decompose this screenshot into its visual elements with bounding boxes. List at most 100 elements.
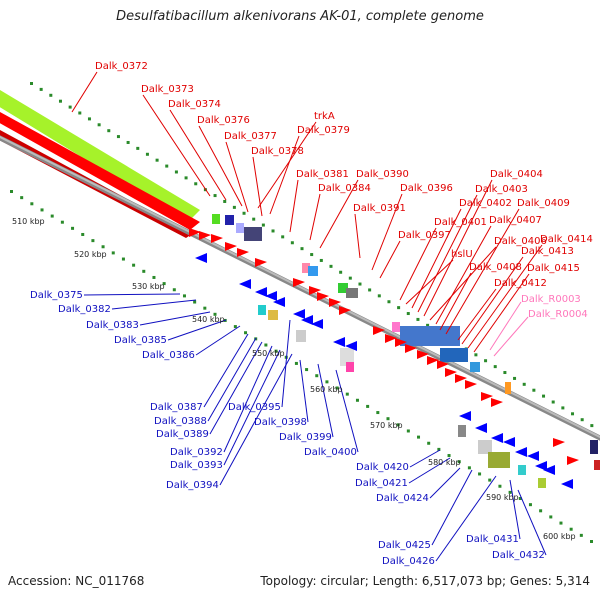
tick-mark — [522, 382, 526, 386]
tick-mark — [71, 226, 75, 230]
gene-label: Dalk_0396 — [400, 183, 453, 194]
forward-gene-arrow — [237, 248, 249, 257]
gene-label: Dalk_0406 — [494, 236, 547, 247]
tick-mark — [30, 82, 33, 85]
accession-text: Accession: NC_011768 — [8, 574, 145, 588]
reverse-gene-arrow — [527, 451, 539, 461]
gene-label: Dalk_0390 — [356, 169, 409, 180]
gene-leader-line — [207, 337, 257, 422]
gene-block — [478, 440, 492, 454]
rna-label: Dalk_R0003 — [521, 294, 581, 305]
tick-mark — [335, 386, 339, 390]
gene-label: Dalk_0398 — [254, 417, 307, 428]
tick-mark — [377, 294, 381, 298]
tick-mark — [20, 196, 24, 200]
tick-mark — [182, 294, 186, 298]
tick-mark — [579, 533, 583, 537]
gene-label: Dalk_0387 — [150, 402, 203, 413]
forward-gene-arrow — [339, 306, 351, 315]
tick-mark — [590, 540, 593, 543]
tick-mark — [358, 282, 362, 286]
gene-label: Dalk_0426 — [382, 556, 435, 567]
gene-label: Dalk_0431 — [466, 534, 519, 545]
gene-label: Dalk_0386 — [142, 350, 195, 361]
tick-mark — [152, 275, 156, 279]
tick-mark — [50, 214, 54, 218]
gene-leader-line — [435, 225, 492, 325]
kbp-label: 600 kbp — [543, 532, 576, 541]
gene-label: Dalk_0372 — [95, 61, 148, 72]
gene-leader-line — [257, 121, 317, 209]
gene-block — [400, 326, 460, 346]
gene-block — [505, 382, 511, 394]
gene-label: Dalk_0375 — [30, 290, 83, 301]
gene-label: Dalk_0382 — [58, 304, 111, 315]
gene-label: Dalk_0421 — [355, 478, 408, 489]
tick-mark — [416, 317, 420, 321]
gene-leader-line — [223, 349, 281, 466]
tick-mark — [513, 376, 517, 380]
tick-mark — [40, 208, 44, 212]
tick-mark — [329, 264, 333, 268]
gene-label: Dalk_0383 — [86, 320, 139, 331]
kbp-label: 580 kbp — [428, 458, 461, 467]
gene-label: Dalk_0393 — [170, 460, 223, 471]
gene-leader-line — [509, 479, 521, 540]
gene-leader-line — [299, 359, 309, 423]
tick-mark — [39, 87, 43, 91]
tick-mark — [136, 146, 140, 150]
forward-gene-arrow — [309, 286, 321, 295]
gene-block — [346, 362, 354, 372]
reverse-gene-arrow — [293, 309, 305, 319]
gene-block — [258, 305, 266, 315]
tick-mark — [539, 509, 543, 513]
gene-label: Dalk_0389 — [156, 429, 209, 440]
forward-gene-arrow — [211, 234, 223, 243]
gene-block — [458, 425, 466, 437]
gene-block — [590, 440, 598, 454]
gene-label: Dalk_0425 — [378, 540, 431, 551]
gene-leader-line — [417, 194, 478, 313]
gene-leader-line — [309, 193, 321, 241]
tick-mark — [264, 343, 268, 347]
gene-block — [308, 266, 318, 276]
gene-label: Dalk_0420 — [356, 462, 409, 473]
tick-mark — [508, 490, 512, 494]
tick-mark — [49, 93, 53, 97]
gene-leader-line — [169, 109, 227, 201]
kbp-label: 530 kbp — [132, 282, 165, 291]
tick-mark — [290, 241, 294, 245]
gene-block — [302, 263, 310, 273]
gene-leader-line — [473, 273, 530, 353]
feature-band — [0, 90, 200, 222]
genome-summary-text: Topology: circular; Length: 6,517,073 bp… — [260, 574, 590, 588]
gene-label: Dalk_0394 — [166, 480, 219, 491]
forward-gene-arrow — [199, 231, 211, 240]
tick-mark — [111, 251, 115, 255]
gene-block — [538, 478, 546, 488]
tick-mark — [345, 392, 349, 396]
tick-mark — [532, 388, 536, 392]
gene-label: Dalk_0424 — [376, 493, 429, 504]
reverse-gene-arrow — [311, 319, 323, 329]
gene-leader-line — [252, 156, 263, 217]
gene-label: Dalk_0402 — [459, 198, 512, 209]
tick-mark — [142, 269, 146, 273]
forward-gene-arrow — [385, 334, 397, 343]
forward-gene-arrow — [189, 228, 201, 237]
tick-mark — [87, 117, 91, 121]
gene-block — [440, 348, 468, 362]
forward-gene-arrow — [373, 326, 385, 335]
tick-mark — [437, 447, 441, 451]
map-title: Desulfatibacillum alkenivorans AK-01, co… — [116, 9, 484, 24]
gene-leader-line — [431, 469, 473, 546]
tick-mark — [551, 400, 555, 404]
tick-mark — [184, 176, 188, 180]
gene-label: Dalk_0373 — [141, 84, 194, 95]
tick-mark — [107, 129, 111, 133]
tick-mark — [78, 111, 82, 115]
reverse-gene-arrow — [491, 433, 503, 443]
tick-mark — [281, 235, 285, 239]
forward-gene-arrow — [455, 374, 467, 383]
tick-mark — [68, 105, 72, 109]
